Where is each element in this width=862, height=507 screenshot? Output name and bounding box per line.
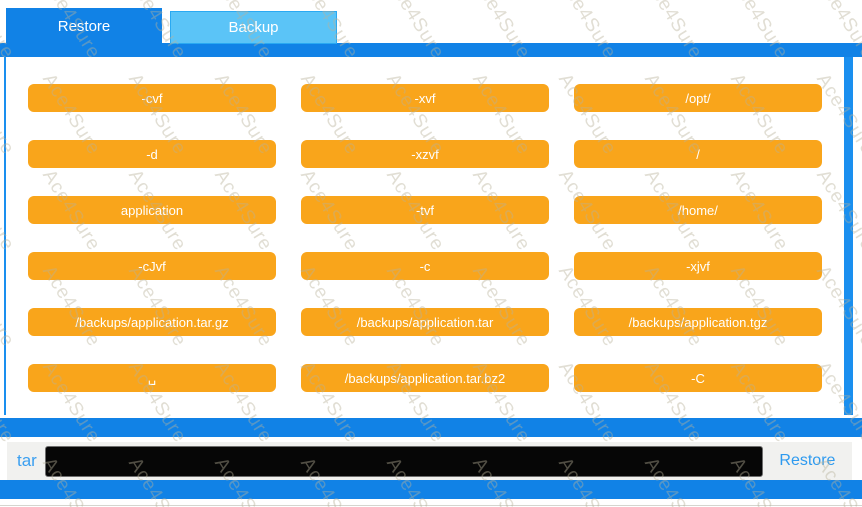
token-button[interactable]: / <box>574 140 822 168</box>
token-button[interactable]: /opt/ <box>574 84 822 112</box>
bottom-edge-line <box>0 505 862 506</box>
mid-band <box>0 418 862 437</box>
token-button[interactable]: -xjvf <box>574 252 822 280</box>
tab-backup[interactable]: Backup <box>170 11 337 44</box>
token-button[interactable]: -tvf <box>301 196 549 224</box>
token-button[interactable]: -cvf <box>28 84 276 112</box>
token-grid: -cvf -xvf/opt/ -d -xzvf / application -tvf/hom… <box>6 57 844 392</box>
token-button[interactable]: -xvf <box>301 84 549 112</box>
tab-bar: Restore Backup <box>6 8 337 44</box>
token-button[interactable]: /backups/application.tgz <box>574 308 822 336</box>
token-button[interactable]: application <box>28 196 276 224</box>
token-button[interactable]: ␣ <box>28 364 276 392</box>
options-panel: -cvf -xvf/opt/ -d -xzvf / application -tvf/hom… <box>4 57 853 415</box>
token-button[interactable]: /backups/application.tar.bz2 <box>301 364 549 392</box>
token-button[interactable]: -C <box>574 364 822 392</box>
command-prefix-label: tar <box>17 451 37 470</box>
token-button[interactable]: /backups/application.tar.gz <box>28 308 276 336</box>
tab-restore[interactable]: Restore <box>6 8 162 44</box>
command-drop-area[interactable] <box>44 445 763 477</box>
token-button[interactable]: -xzvf <box>301 140 549 168</box>
restore-submit-link[interactable]: Restore <box>779 452 836 469</box>
token-button[interactable]: -cJvf <box>28 252 276 280</box>
top-band <box>0 43 862 57</box>
token-button[interactable]: -d <box>28 140 276 168</box>
answer-bar: tar Restore <box>7 442 852 480</box>
token-button[interactable]: /home/ <box>574 196 822 224</box>
token-button[interactable]: -c <box>301 252 549 280</box>
token-button[interactable]: /backups/application.tar <box>301 308 549 336</box>
bottom-band <box>0 480 862 499</box>
